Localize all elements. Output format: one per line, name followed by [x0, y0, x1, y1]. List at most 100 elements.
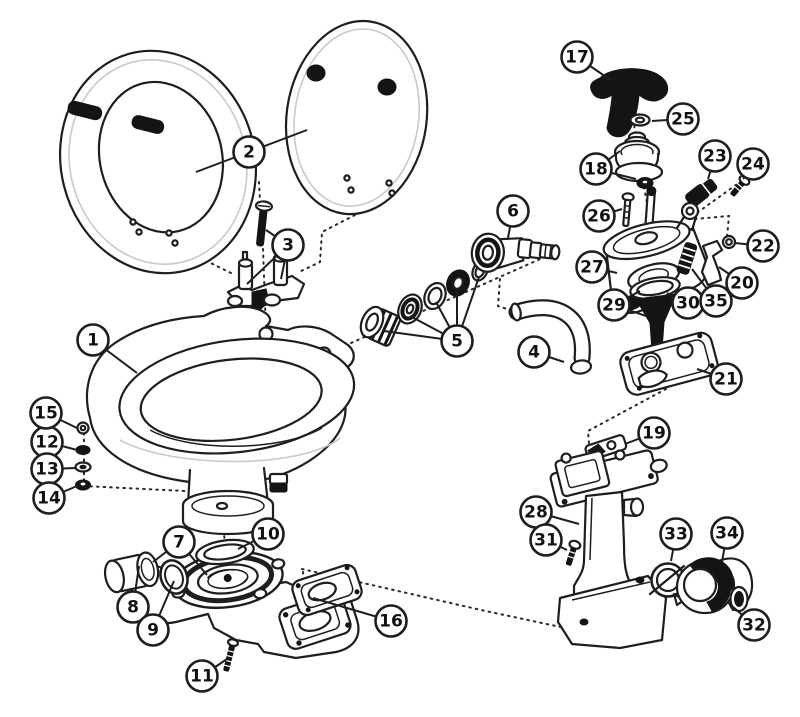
callout-circle-9: [136, 613, 170, 647]
callout-26-cover-screw: 26: [582, 199, 616, 233]
callout-circle-7: [162, 525, 196, 559]
callout-18-piston-cap-assembly: 18: [579, 152, 613, 186]
callout-number-18: 18: [584, 160, 608, 180]
callout-9-o-ring: 9: [136, 613, 170, 647]
assembly-dashed-line: [258, 181, 261, 202]
callout-number-23: 23: [703, 147, 727, 167]
callout-14-mounting-bolt: 14: [32, 481, 66, 515]
part-discharge-pump-base: [549, 449, 668, 650]
callout-20-support-bracket: 20: [725, 266, 759, 300]
part-cover-screw: [621, 192, 635, 228]
callout-number-3: 3: [282, 236, 294, 256]
callout-circle-15: [29, 396, 63, 430]
callout-number-5: 5: [451, 332, 463, 352]
hinge-screw: [254, 200, 274, 247]
callout-number-32: 32: [742, 616, 766, 636]
parts-layer: [58, 19, 754, 672]
callout-23-handle-joiner: 23: [698, 139, 732, 173]
callout-circle-31: [529, 523, 563, 557]
part-inlet-elbow: [470, 232, 561, 273]
part-pump-base-gasket: [619, 331, 719, 396]
part-base-screw: [222, 638, 240, 672]
part-piston-cap-assembly: [613, 131, 664, 189]
part-flat-washer: [74, 461, 92, 473]
callout-circle-25: [666, 102, 700, 136]
callout-circle-17: [560, 40, 594, 74]
callout-number-7: 7: [173, 533, 185, 553]
callout-24-joiner-screw: 24: [736, 147, 770, 181]
black-ring: [446, 269, 470, 297]
callout-number-8: 8: [127, 598, 139, 618]
callout-16-valve-gasket: 16: [374, 604, 408, 638]
part-retaining-nut: [721, 234, 737, 250]
callout-number-29: 29: [602, 296, 626, 316]
callout-circle-5: [440, 324, 474, 358]
callout-3-hinge-set: 3: [271, 228, 305, 262]
part-mounting-bolt: [75, 479, 91, 491]
callout-number-11: 11: [190, 667, 214, 687]
callout-33-clamp-ring: 33: [659, 517, 693, 551]
assembly-dashed-line: [693, 176, 748, 216]
callout-number-34: 34: [715, 524, 739, 544]
callout-circle-26: [582, 199, 616, 233]
callout-circle-27: [575, 250, 609, 284]
callout-circle-35: [699, 284, 733, 318]
part-side-plug: [103, 551, 160, 594]
seat-bumper: [131, 115, 165, 134]
callout-circle-6: [496, 194, 530, 228]
callout-number-35: 35: [704, 292, 728, 312]
callout-11-base-screw: 11: [185, 659, 219, 693]
callout-19-flapper-plate: 19: [637, 416, 671, 450]
callout-21-pump-base-gasket: 21: [709, 362, 743, 396]
callout-number-13: 13: [35, 460, 59, 480]
callout-number-22: 22: [751, 237, 775, 257]
part-toilet-lid: [284, 19, 429, 216]
callout-circle-14: [32, 481, 66, 515]
callout-number-2: 2: [243, 143, 255, 163]
callout-circle-29: [597, 288, 631, 322]
callout-15-cap-nut: 15: [29, 396, 63, 430]
callout-number-10: 10: [256, 525, 280, 545]
part-o-ring: [159, 559, 189, 595]
seat-bumper: [67, 100, 103, 121]
callout-number-27: 27: [580, 258, 604, 278]
callout-circle-22: [746, 229, 780, 263]
callout-34-outlet-elbow: 34: [710, 516, 744, 550]
callout-circle-34: [710, 516, 744, 550]
part-valve-spring: [676, 242, 698, 275]
bowl-clip: [268, 472, 289, 493]
callout-number-24: 24: [741, 155, 765, 175]
callout-circle-10: [251, 517, 285, 551]
callout-number-14: 14: [37, 489, 61, 509]
part-lock-washer: [75, 445, 91, 455]
callout-circle-20: [725, 266, 759, 300]
threaded-plug: [359, 305, 402, 347]
callout-number-17: 17: [565, 48, 589, 68]
assembly-dashed-line: [496, 278, 514, 312]
callout-22-retaining-nut: 22: [746, 229, 780, 263]
callout-10-base-seal-ring: 10: [251, 517, 285, 551]
callout-number-16: 16: [379, 612, 403, 632]
callout-number-33: 33: [664, 525, 688, 545]
callout-circle-19: [637, 416, 671, 450]
callout-circle-32: [737, 608, 771, 642]
callout-17-pump-handle: 17: [560, 40, 594, 74]
callout-circle-8: [116, 590, 150, 624]
callout-13-flat-washer: 13: [30, 452, 64, 486]
part-valve-gasket: [291, 563, 363, 617]
callout-number-9: 9: [147, 621, 159, 641]
assembly-dashed-line: [694, 214, 731, 238]
callout-number-1: 1: [87, 331, 99, 351]
white-ring: [423, 281, 447, 311]
part-discharge-hose: [508, 299, 593, 375]
callout-circle-33: [659, 517, 693, 551]
valve-cup: [397, 293, 423, 325]
callout-circle-18: [579, 152, 613, 186]
part-outlet-elbow: [675, 557, 754, 615]
callout-5-valve-seal-set: 5: [440, 324, 474, 358]
assembly-dashed-line: [298, 196, 391, 273]
callout-25-handle-washer: 25: [666, 102, 700, 136]
callout-number-15: 15: [34, 404, 58, 424]
callout-6-inlet-elbow: 6: [496, 194, 530, 228]
